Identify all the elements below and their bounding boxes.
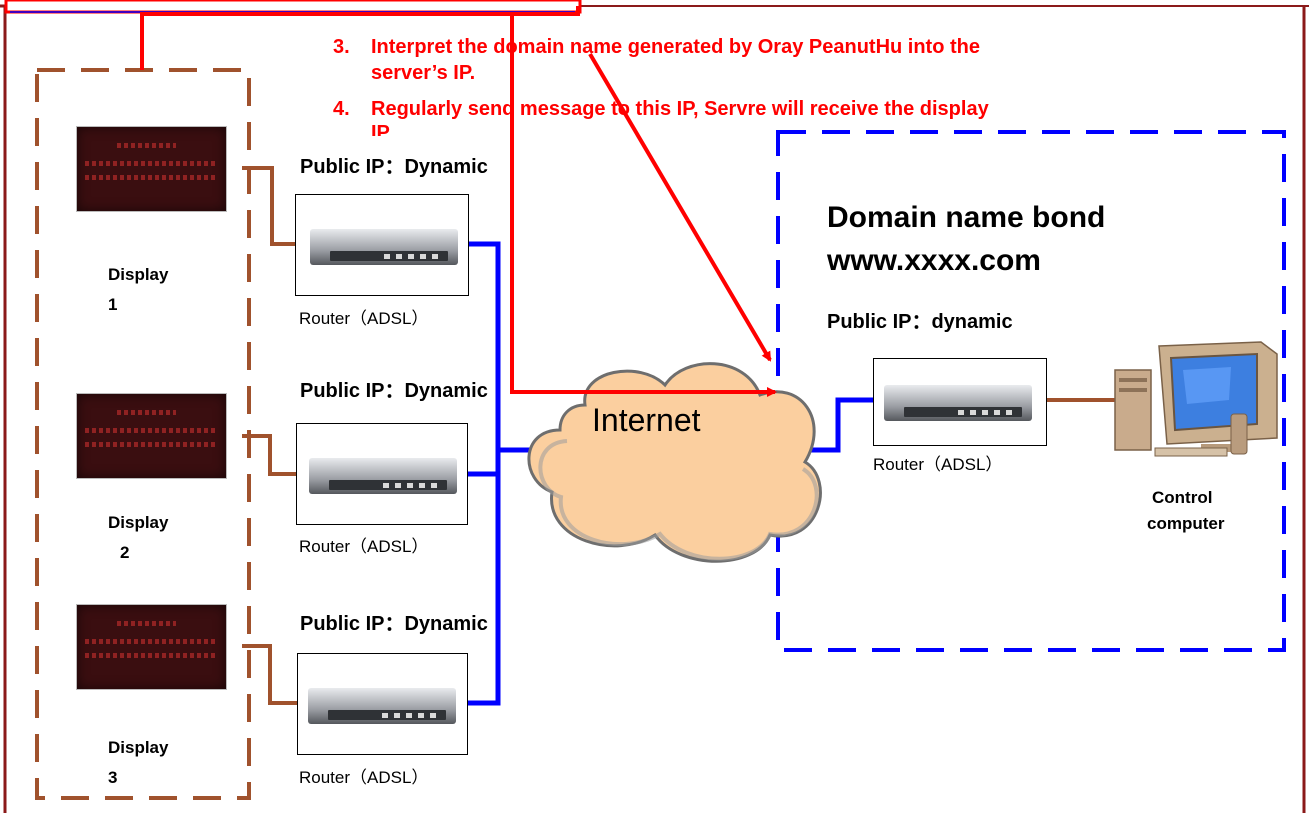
- display2-to-router-link: [242, 434, 296, 476]
- step4-line1: Regularly send message to this IP, Servr…: [371, 98, 989, 120]
- router-1-label: Router（ADSL）: [299, 309, 429, 328]
- display-1-label-line2: 1: [108, 295, 118, 314]
- network-line-router2: [468, 450, 501, 477]
- display-3-label: Display 3: [108, 733, 168, 793]
- led-display-icon: [76, 393, 227, 479]
- router-icon: [310, 229, 458, 265]
- internet-cloud-icon: [527, 362, 822, 563]
- led-display-icon: [76, 126, 227, 212]
- router-2-ip-label: Public IP：Dynamic: [300, 380, 488, 402]
- step3-line1: Interpret the domain name generated by O…: [371, 36, 980, 58]
- display-1-label: Display 1: [108, 260, 168, 320]
- router-icon: [884, 385, 1032, 421]
- network-line-internet-to-server-router: [795, 397, 873, 453]
- control-computer-label-line1: Control: [1152, 488, 1213, 507]
- display-3-label-line2: 3: [108, 768, 118, 787]
- step3-line2: server’s IP.: [371, 62, 476, 84]
- router-icon: [309, 458, 457, 494]
- router-3-ip-label: Public IP：Dynamic: [300, 613, 488, 635]
- network-line-router3: [468, 450, 501, 706]
- display-3-label-line1: Display: [108, 738, 169, 757]
- domain-name-line2: www.xxxx.com: [827, 244, 1041, 277]
- router-1-box: [295, 194, 469, 296]
- network-line-router1: [468, 241, 501, 450]
- router-icon: [308, 688, 456, 724]
- control-computer-label: Control computer: [1147, 485, 1237, 537]
- display3-to-router-link: [242, 644, 297, 705]
- server-ip-label: Public IP：dynamic: [827, 311, 1013, 333]
- router-2-label: Router（ADSL）: [299, 537, 429, 556]
- annotation-arrow-to-server: [588, 52, 772, 362]
- domain-name-line1: Domain name bond: [827, 201, 1106, 234]
- led-display-icon: [76, 604, 227, 690]
- control-computer-label-line2: computer: [1147, 514, 1225, 533]
- display-2-label: Display 2: [108, 508, 168, 568]
- server-router-label: Router（ADSL）: [873, 455, 1003, 474]
- router-1-ip-label: Public IP：Dynamic: [300, 156, 488, 178]
- router-3-label: Router（ADSL）: [299, 768, 429, 787]
- internet-label: Internet: [592, 402, 701, 438]
- server-group-box: [776, 130, 1286, 652]
- step4-line2: IP: [371, 122, 390, 136]
- annotation-path-to-internet: [140, 6, 777, 397]
- display-2-label-line1: Display: [108, 513, 169, 532]
- router-2-box: [296, 423, 468, 525]
- display1-to-router-link: [242, 166, 295, 246]
- display-2-label-line2: 2: [120, 543, 130, 562]
- display-1-label-line1: Display: [108, 265, 169, 284]
- desktop-computer-icon: [1114, 341, 1278, 457]
- step4-number: 4.: [333, 98, 350, 120]
- router-3-box: [297, 653, 468, 755]
- server-router-box: [873, 358, 1047, 446]
- step3-number: 3.: [333, 36, 350, 58]
- top-banner-box: [4, 0, 582, 14]
